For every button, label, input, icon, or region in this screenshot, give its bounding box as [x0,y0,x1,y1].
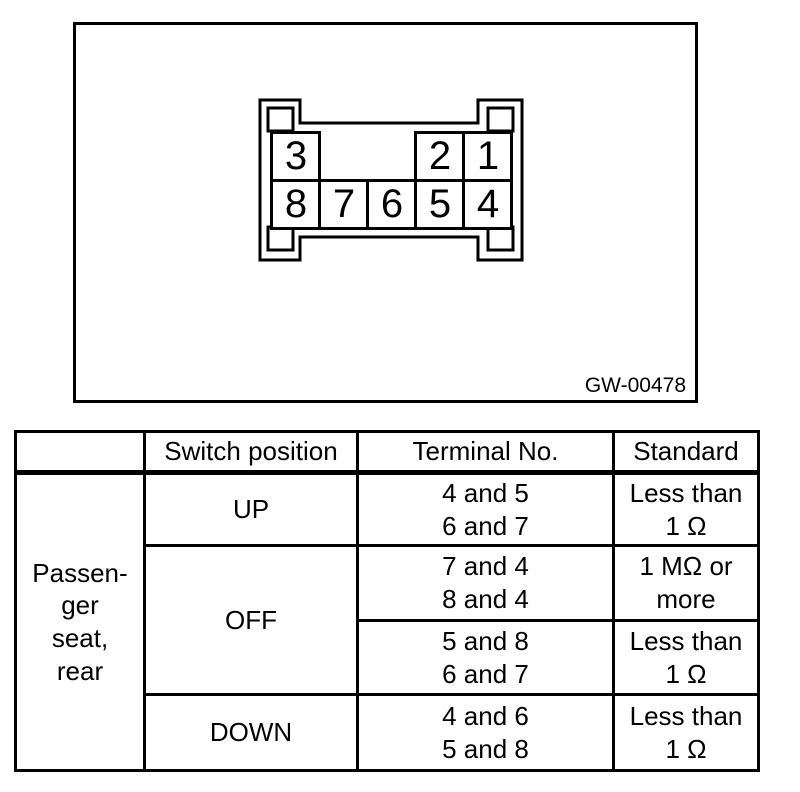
standard-down: Less than 1 Ω [612,693,760,772]
terminal-cell-5: 5 [414,179,465,230]
table-row-up: Passen- ger seat, rear UP 4 and 5 6 and … [14,471,760,772]
table-row-off-2: 5 and 8 6 and 7 Less than 1 Ω [16,619,760,696]
terminal-cell-3: 3 [270,131,321,182]
terminal-cell-7: 7 [318,179,369,230]
terminal-cell-6: 6 [366,179,417,230]
latch-window-bottom-left [266,225,295,252]
terminals-down: 4 and 6 5 and 8 [356,693,615,772]
table-row-off-1: OFF 7 and 4 8 and 4 1 MΩ or more [16,544,760,696]
latch-window-bottom-right [486,225,515,252]
terminal-cell-2: 2 [414,131,465,182]
connector-figure-box: 3 2 1 8 7 6 5 4 GW-00478 [73,22,698,403]
terminal-cell-1: 1 [462,131,513,182]
standard-off-open: 1 MΩ or more [612,544,760,622]
row-group-label-passenger-seat-rear: Passen- ger seat, rear [14,471,146,772]
table-row-down: DOWN 4 and 6 5 and 8 Less than 1 Ω [16,693,760,772]
terminal-cell-8: 8 [270,179,321,230]
connector-housing-outline [258,98,524,262]
switch-position-up: UP [143,471,359,547]
switch-position-down: DOWN [143,693,359,772]
table-header-row: Switch position Terminal No. Standard [14,430,760,475]
terminal-cell-4: 4 [462,179,513,230]
header-terminal-no: Terminal No. [356,430,615,475]
header-blank-cell [14,430,146,475]
latch-window-top-right [486,106,515,133]
header-switch-position: Switch position [143,430,359,475]
header-standard: Standard [612,430,760,475]
figure-code-label: GW-00478 [584,374,686,397]
switch-position-off: OFF [143,544,359,696]
terminals-up: 4 and 5 6 and 7 [356,471,615,547]
switch-inspection-table: Switch position Terminal No. Standard Pa… [14,430,760,772]
terminals-off-closed: 5 and 8 6 and 7 [356,619,615,696]
latch-window-top-left [266,106,295,133]
terminals-off-open: 7 and 4 8 and 4 [356,544,615,622]
standard-up: Less than 1 Ω [612,471,760,547]
standard-off-closed: Less than 1 Ω [612,619,760,696]
